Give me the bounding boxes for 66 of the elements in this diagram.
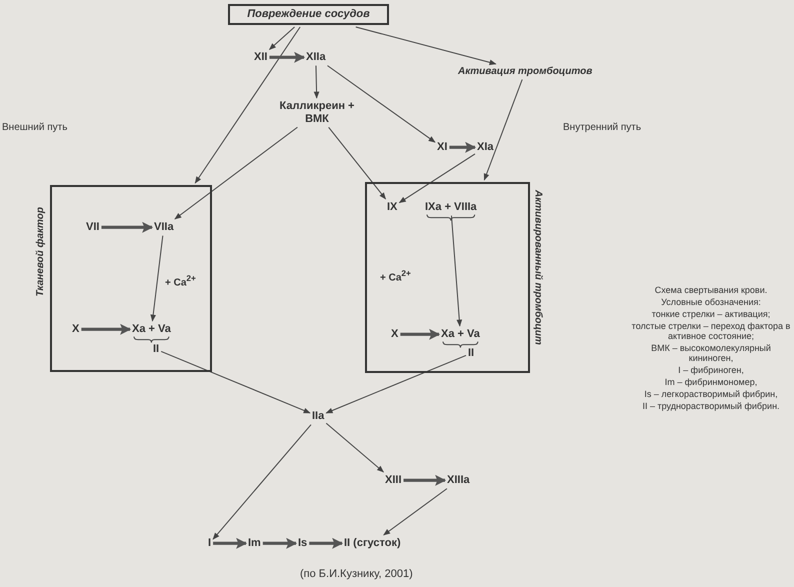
factor-label: XIIIa xyxy=(447,474,470,487)
activation-arrow xyxy=(174,126,298,220)
activation-arrow xyxy=(326,65,436,143)
factor-label: Xa + Va xyxy=(441,328,480,341)
factor-label: Is xyxy=(298,537,308,550)
activation-arrow xyxy=(150,235,164,322)
factor-label: XIa xyxy=(477,141,494,154)
pathway-label: Внешний путь xyxy=(2,122,68,133)
legend-note: ВМК – высокомолекулярный кининоген, xyxy=(650,343,772,363)
activation-arrow xyxy=(484,79,523,181)
activation-arrow xyxy=(383,488,448,536)
activation-arrow xyxy=(328,126,386,200)
legend-note: тонкие стрелки – активация; xyxy=(650,309,772,319)
factor-label: II xyxy=(153,343,160,356)
factor-label: Калликреин + ВМК xyxy=(278,100,356,126)
vertical-heading: Активированный тромбоцит xyxy=(532,190,544,345)
conversion-arrow xyxy=(309,538,344,549)
activation-arrow xyxy=(194,26,301,184)
ion-label: + Ca$^{2+}$ xyxy=(165,273,196,288)
conversion-arrow xyxy=(269,52,306,63)
legend-note: Схема свертывания крови. xyxy=(654,285,768,295)
conversion-arrow xyxy=(81,324,132,335)
conversion-arrow xyxy=(101,222,154,233)
conversion-arrow xyxy=(404,474,446,486)
activation-arrow xyxy=(355,26,496,66)
conversion-arrow xyxy=(449,142,476,153)
legend-note: Условные обозначения: xyxy=(660,297,762,307)
factor-label: I xyxy=(208,537,212,550)
legend-note: II – труднорастворимый фибрин. xyxy=(641,401,781,411)
factor-label: IXa + VIIIa xyxy=(425,201,477,214)
conversion-arrow xyxy=(400,328,440,340)
ion-label: + Ca$^{2+}$ xyxy=(380,268,411,284)
factor-label: X xyxy=(72,323,80,336)
factor-label: Im xyxy=(248,537,261,550)
activation-arrow xyxy=(326,422,384,472)
factor-label: IIa xyxy=(312,410,324,423)
legend-note: Im – фибринмономер, xyxy=(664,377,758,387)
conversion-arrow xyxy=(262,538,298,549)
box-title: Повреждение сосудов xyxy=(247,7,370,22)
factor-label: XIIa xyxy=(306,51,326,64)
activation-arrow xyxy=(212,424,312,540)
legend-note: толстые стрелки – переход фактора в активное состояние; xyxy=(630,321,792,341)
factor-label: X xyxy=(391,328,398,341)
process-box xyxy=(228,4,389,25)
legend-note: Is – легкорастворимый фибрин, xyxy=(643,389,779,399)
factor-label: VIIa xyxy=(154,221,174,234)
factor-label: XI xyxy=(437,141,448,154)
factor-label: II (сгусток) xyxy=(344,537,401,550)
caption: (по Б.И.Кузнику, 2001) xyxy=(300,568,413,580)
factor-label: IX xyxy=(387,201,398,214)
conversion-arrow xyxy=(213,538,248,549)
activation-arrow xyxy=(398,153,476,204)
legend-note: I – фибриноген, xyxy=(677,365,745,375)
pathway-label: Внутренний путь xyxy=(563,122,642,133)
factor-label: VII xyxy=(86,221,100,234)
factor-label: Xa + Va xyxy=(132,323,171,336)
vertical-heading: Тканевой фактор xyxy=(35,207,46,296)
activation-arrow xyxy=(160,350,311,414)
factor-label: XIII xyxy=(385,474,402,487)
activation-arrow xyxy=(314,65,320,99)
factor-label: XII xyxy=(254,51,268,64)
factor-label: Активация тромбоцитов xyxy=(458,66,592,78)
activation-arrow xyxy=(268,26,296,50)
factor-label: II xyxy=(468,347,474,360)
activation-arrow xyxy=(326,354,466,414)
activation-arrow xyxy=(450,215,462,327)
